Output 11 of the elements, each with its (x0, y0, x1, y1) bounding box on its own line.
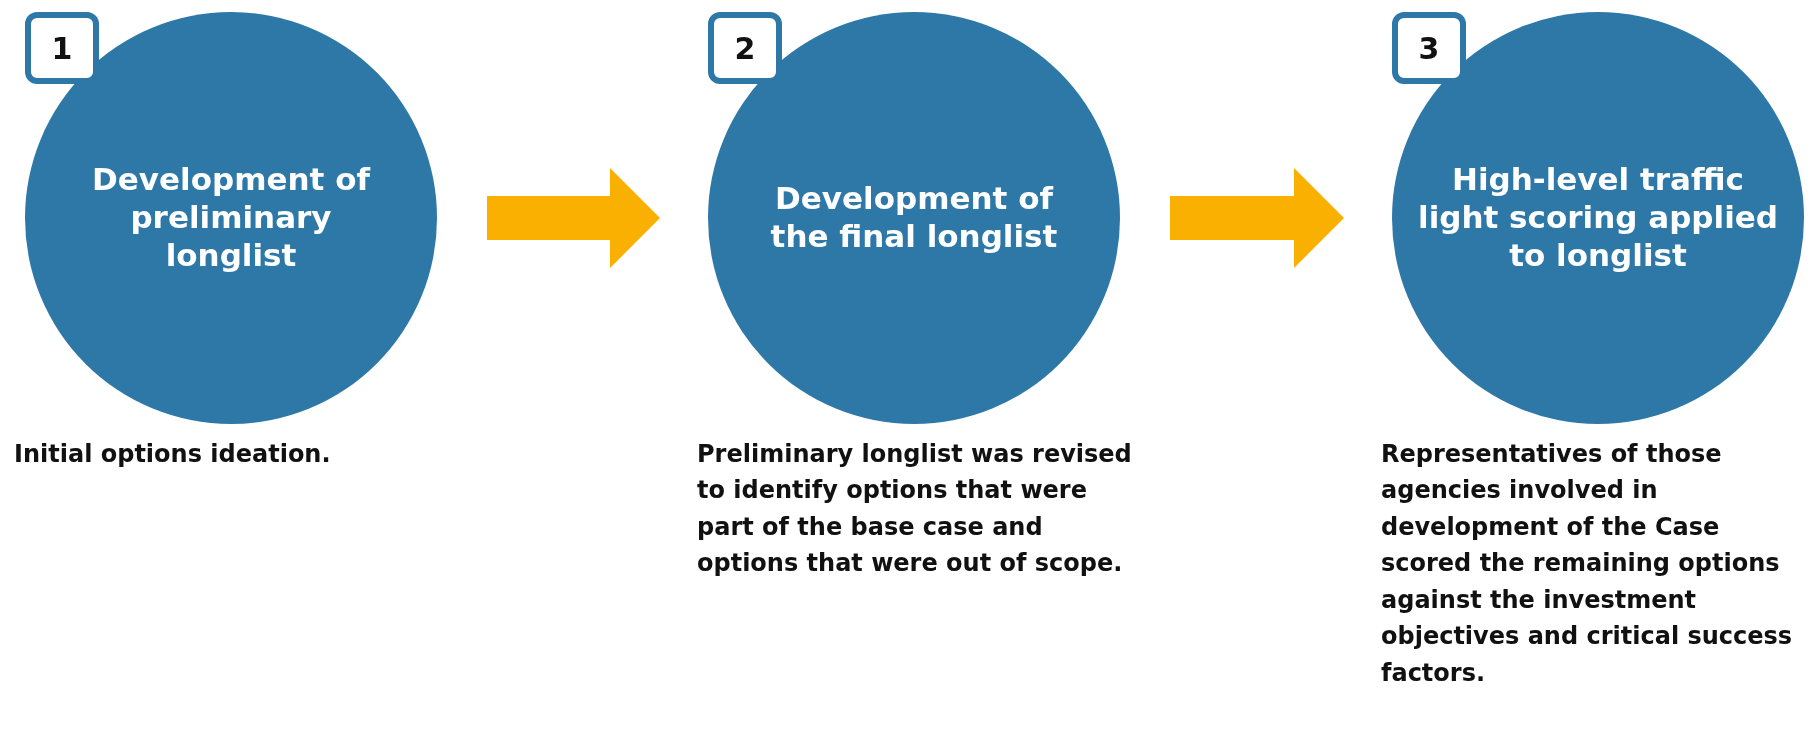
step-description: Preliminary longlist was revised to identify options that were part of the base case and options that were out of scope. (697, 439, 1133, 580)
step-description: Initial options ideation. (14, 439, 332, 470)
arrow (1170, 168, 1344, 268)
step-title: High-level traffic light scoring applied to longlist (1417, 161, 1779, 275)
step-number: 1 (25, 12, 99, 84)
step-title: Development of preliminary longlist (91, 161, 372, 275)
step-number: 2 (708, 12, 782, 84)
arrow (487, 168, 660, 268)
step-description: Representatives of those agencies involved in development of the Case scored the remaining options against the investment objectives and critical success factors. (1381, 439, 1794, 689)
step-number: 3 (1392, 12, 1466, 84)
step-title: Development of the final longlist (769, 180, 1059, 256)
